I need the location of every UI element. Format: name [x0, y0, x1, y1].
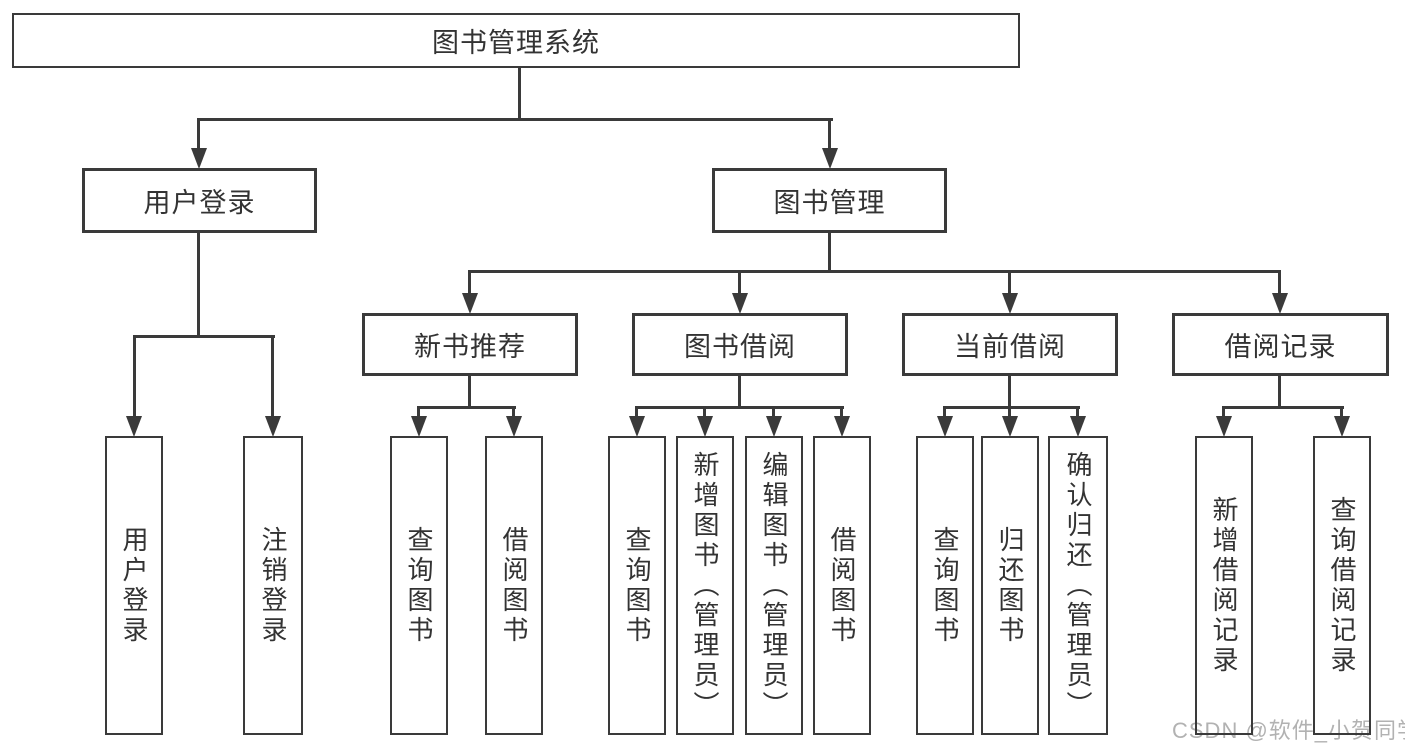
node-label: 新书推荐 [414, 332, 526, 362]
leaf-label: 确认归还（管理员） [1063, 450, 1093, 721]
csdn-watermark: CSDN @软件_小贺同学 [1172, 718, 1405, 743]
connector-drop [1278, 270, 1281, 293]
arrow-down-icon [937, 416, 953, 437]
connector-drop [417, 406, 420, 416]
connector-drop [197, 118, 200, 148]
connector-drop [133, 335, 136, 416]
node-label: 当前借阅 [954, 332, 1066, 362]
leaf-add-borrow-record: 新增借阅记录 [1195, 436, 1253, 735]
leaf-label: 新增图书（管理员） [690, 450, 720, 721]
connector-level2-bar [469, 270, 1281, 273]
node-current-borrow: 当前借阅 [902, 313, 1118, 376]
leaf-label: 注销登录 [258, 525, 288, 646]
leaf-logout: 注销登录 [243, 436, 303, 735]
arrow-down-icon [1216, 416, 1232, 437]
leaf-label: 借阅图书 [499, 525, 529, 646]
leaf-return-book: 归还图书 [981, 436, 1039, 735]
node-label: 图书管理系统 [432, 28, 600, 58]
node-label: 用户登录 [143, 188, 256, 218]
leaf-label: 查询图书 [404, 525, 434, 646]
connector-drop [1222, 406, 1225, 416]
arrow-down-icon [1070, 416, 1086, 437]
leaf-label: 用户登录 [119, 525, 149, 646]
leaf-label: 编辑图书（管理员） [759, 450, 789, 721]
connector-book-mgmt-trunk [828, 233, 831, 270]
leaf-query-borrow-record: 查询借阅记录 [1313, 436, 1371, 735]
arrow-down-icon [834, 416, 850, 437]
connector-module-trunk [738, 376, 741, 406]
leaf-borrow-books: 借阅图书 [485, 436, 543, 735]
arrow-down-icon [265, 416, 281, 437]
arrow-down-icon [462, 293, 478, 314]
connector-user-login-trunk [197, 233, 200, 335]
node-user-login: 用户登录 [82, 168, 317, 233]
leaf-label: 查询图书 [622, 525, 652, 646]
connector-user-login-bar [133, 335, 275, 338]
connector-module-trunk [1008, 376, 1011, 406]
connector-module-bar [943, 406, 1080, 409]
connector-module-bar [635, 406, 844, 409]
connector-drop [1008, 406, 1011, 416]
node-book-borrow: 图书借阅 [632, 313, 848, 376]
node-label: 图书借阅 [684, 332, 796, 362]
leaf-label: 新增借阅记录 [1209, 495, 1239, 676]
connector-drop [1008, 270, 1011, 293]
arrow-down-icon [766, 416, 782, 437]
leaf-borrow-books: 借阅图书 [813, 436, 871, 735]
node-borrow-records: 借阅记录 [1172, 313, 1389, 376]
arrow-down-icon [1272, 293, 1288, 314]
leaf-query-books: 查询图书 [608, 436, 666, 735]
arrow-down-icon [1002, 293, 1018, 314]
leaf-query-books: 查询图书 [390, 436, 448, 735]
arrow-down-icon [732, 293, 748, 314]
leaf-edit-book-admin: 编辑图书（管理员） [745, 436, 803, 735]
connector-level1-bar [197, 118, 833, 121]
arrow-down-icon [506, 416, 522, 437]
arrow-down-icon [697, 416, 713, 437]
connector-drop [703, 406, 706, 416]
leaf-label: 归还图书 [995, 525, 1025, 646]
leaf-user-login: 用户登录 [105, 436, 163, 735]
node-book-management: 图书管理 [712, 168, 947, 233]
connector-module-bar [417, 406, 516, 409]
node-library-system: 图书管理系统 [12, 13, 1020, 68]
connector-drop [468, 270, 471, 293]
connector-module-trunk [468, 376, 471, 406]
arrow-down-icon [1002, 416, 1018, 437]
connector-drop [943, 406, 946, 416]
leaf-label: 查询借阅记录 [1327, 495, 1357, 676]
node-label: 借阅记录 [1224, 332, 1337, 362]
arrow-down-icon [822, 148, 838, 169]
connector-drop [772, 406, 775, 416]
connector-drop [840, 406, 843, 416]
node-label: 图书管理 [773, 188, 886, 218]
connector-drop [271, 335, 274, 416]
connector-drop [738, 270, 741, 293]
leaf-confirm-return-admin: 确认归还（管理员） [1048, 436, 1108, 735]
arrow-down-icon [126, 416, 142, 437]
connector-module-trunk [1278, 376, 1281, 406]
connector-drop [635, 406, 638, 416]
connector-drop [1340, 406, 1343, 416]
node-new-book-recommend: 新书推荐 [362, 313, 578, 376]
leaf-label: 查询图书 [930, 525, 960, 646]
arrow-down-icon [411, 416, 427, 437]
arrow-down-icon [191, 148, 207, 169]
arrow-down-icon [1334, 416, 1350, 437]
connector-root-trunk [518, 68, 521, 118]
arrow-down-icon [629, 416, 645, 437]
leaf-label: 借阅图书 [827, 525, 857, 646]
leaf-add-book-admin: 新增图书（管理员） [676, 436, 734, 735]
connector-drop [828, 118, 831, 148]
connector-drop [512, 406, 515, 416]
connector-module-bar [1222, 406, 1344, 409]
connector-drop [1076, 406, 1079, 416]
leaf-query-books: 查询图书 [916, 436, 974, 735]
